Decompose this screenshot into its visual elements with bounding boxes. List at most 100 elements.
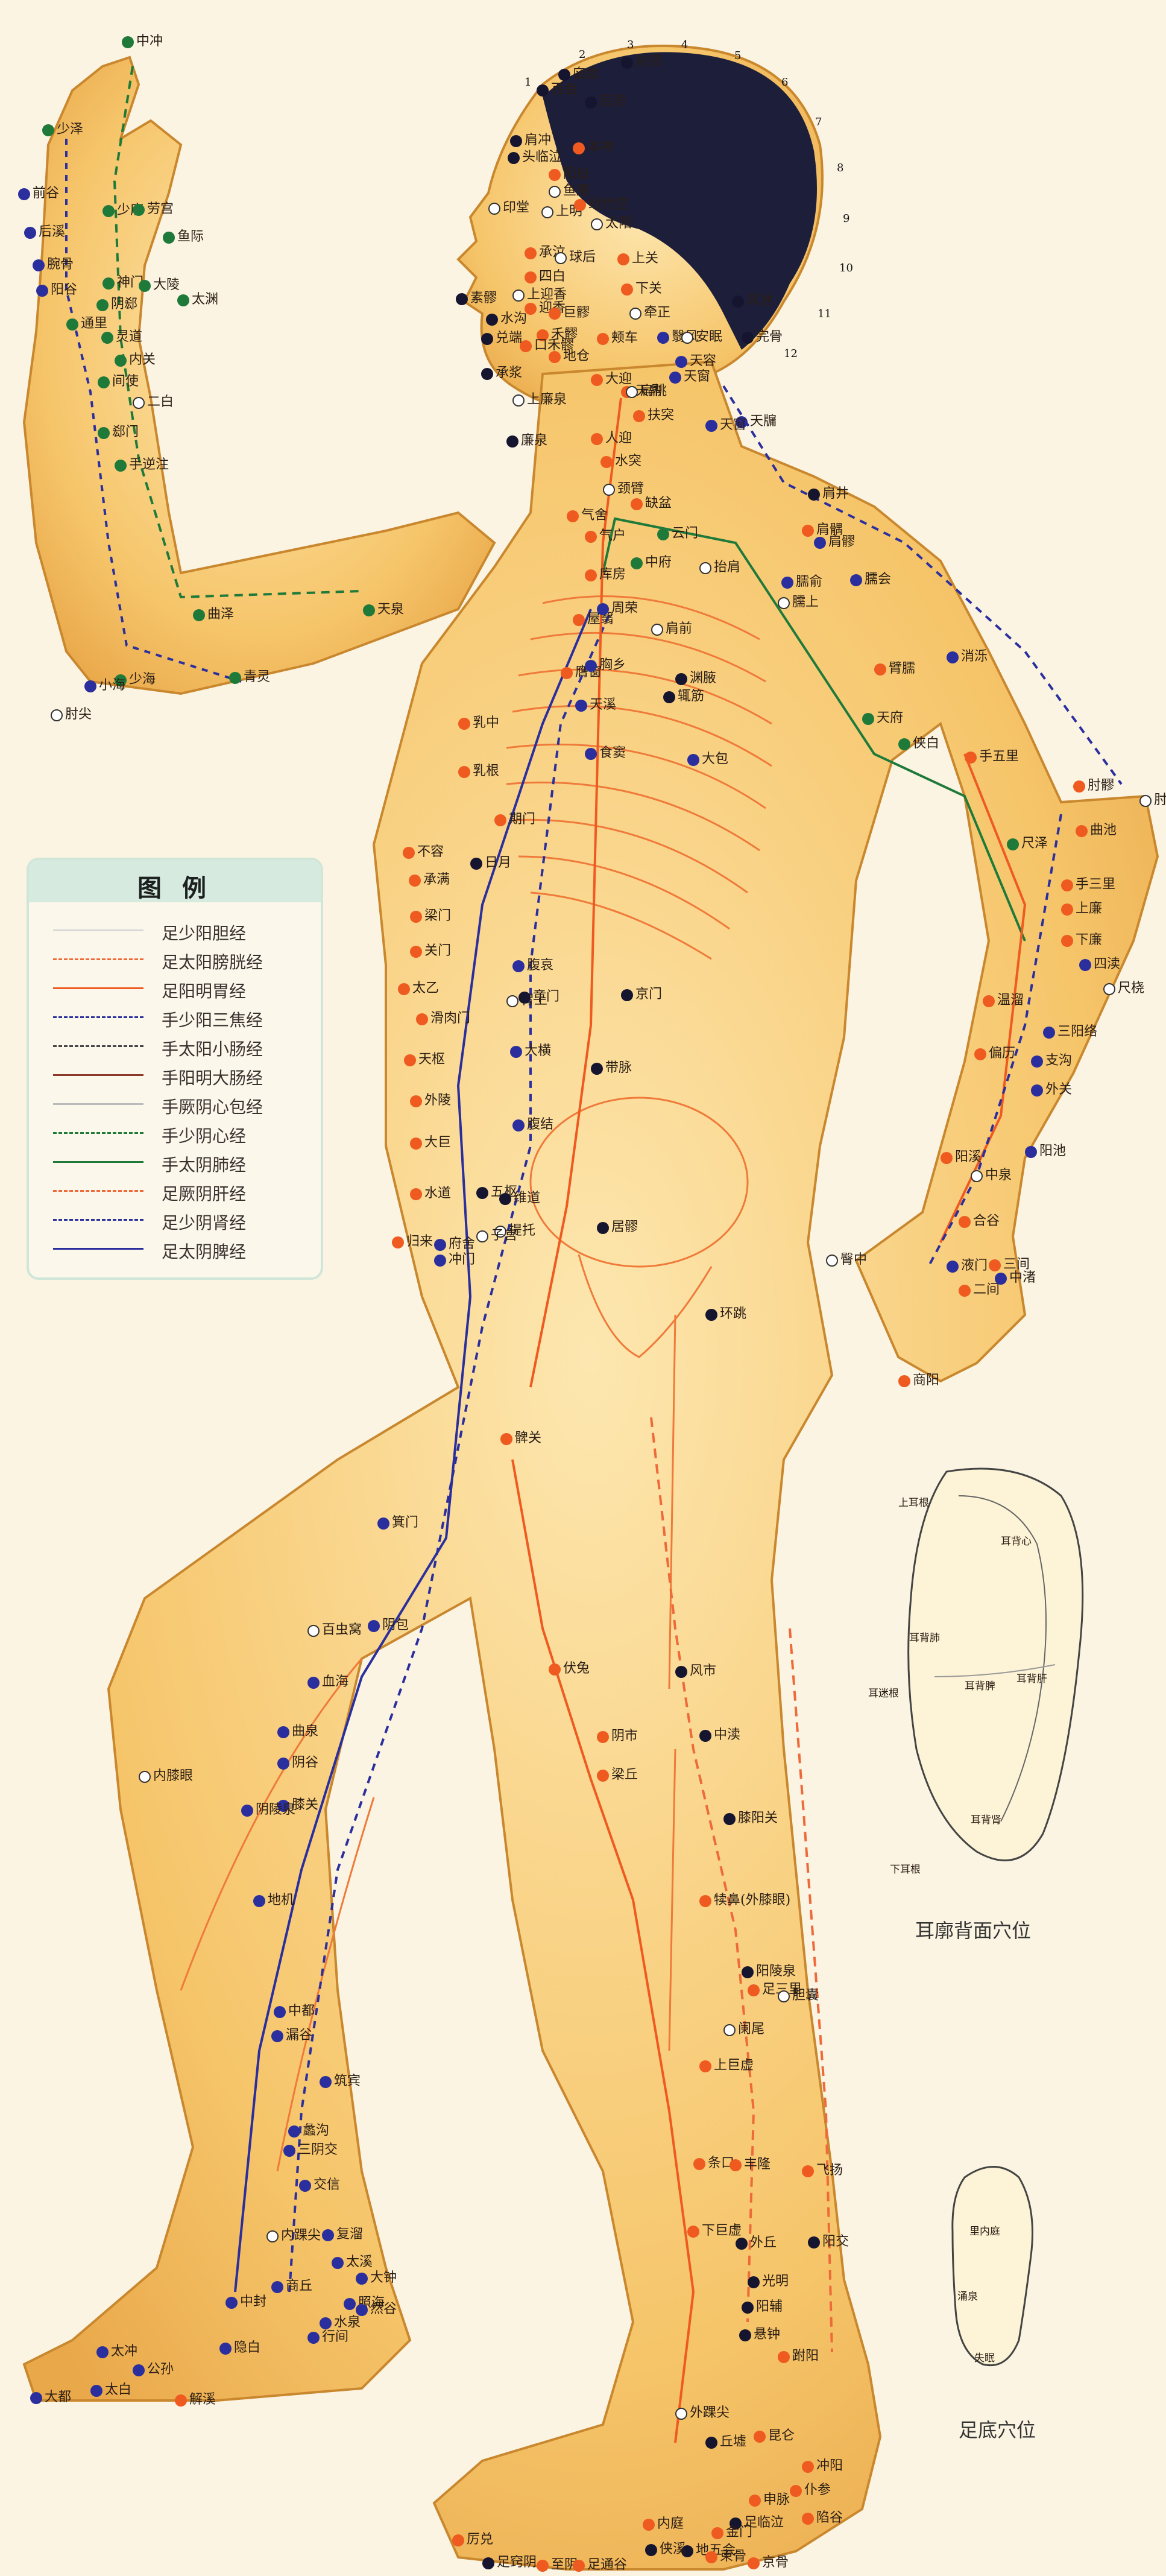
acupoint-label: 漏谷 bbox=[286, 2029, 312, 2042]
acupoint-marker bbox=[481, 368, 493, 380]
acupoint-marker bbox=[549, 308, 561, 320]
acupoint-marker bbox=[597, 1731, 609, 1743]
acupoint-label: 少海 bbox=[129, 673, 156, 686]
acupoint-label: 小海 bbox=[99, 679, 125, 692]
acupoint-marker bbox=[657, 332, 669, 344]
acupoint-label: 大都 bbox=[45, 2391, 71, 2404]
acupoint-marker bbox=[253, 1895, 265, 1907]
ear-point-label: 耳背肾 bbox=[971, 1815, 1001, 1826]
acupoint-marker bbox=[133, 204, 145, 216]
acupoint-label: 大迎 bbox=[605, 373, 632, 386]
acupoint-label: 外踝尖 bbox=[690, 2407, 730, 2420]
acupoint-label: 归来 bbox=[406, 1235, 433, 1248]
acupoint-label: 内膝眼 bbox=[153, 1770, 193, 1783]
acupoint-label: 大巨 bbox=[424, 1136, 451, 1150]
acupoint-marker bbox=[549, 186, 561, 198]
acupoint-marker bbox=[723, 1813, 736, 1825]
acupoint-marker bbox=[959, 1216, 971, 1228]
acupoint-label: 缺盆 bbox=[645, 497, 672, 510]
legend-swatch bbox=[53, 929, 143, 931]
acupoint-marker bbox=[621, 989, 633, 1001]
ear-point-label: 耳背心 bbox=[1001, 1537, 1032, 1547]
acupoint-marker bbox=[277, 1726, 289, 1738]
head-number: 11 bbox=[818, 309, 831, 320]
acupoint-marker bbox=[416, 1013, 428, 1025]
acupoint-marker bbox=[1103, 983, 1115, 995]
acupoint-marker bbox=[66, 318, 78, 331]
legend-swatch bbox=[53, 1016, 143, 1018]
acupoint-marker bbox=[874, 663, 886, 676]
legend-label: 手少阴心经 bbox=[162, 1123, 246, 1147]
acupoint-label: 四白 bbox=[539, 270, 566, 283]
acupoint-label: 居髎 bbox=[611, 1221, 638, 1234]
acupoint-marker bbox=[500, 1433, 512, 1445]
legend-panel: 图 例 足少阳胆经足太阳膀胱经足阳明胃经手少阳三焦经手太阳小肠经手阳明大肠经手厥… bbox=[27, 858, 323, 1280]
acupoint-marker bbox=[573, 142, 585, 154]
acupoint-marker bbox=[18, 188, 30, 200]
acupoint-label: 气户 bbox=[599, 530, 626, 543]
ear-point-label: 耳迷根 bbox=[868, 1689, 899, 1699]
acupoint-marker bbox=[177, 294, 189, 306]
acupoint-label: 手三里 bbox=[1076, 878, 1115, 891]
acupoint-label: 天府 bbox=[877, 712, 903, 725]
acupoint-label: 风市 bbox=[690, 1665, 716, 1678]
acupoint-marker bbox=[971, 1170, 983, 1182]
acupoint-label: 液门 bbox=[961, 1259, 988, 1273]
acupoint-label: 臑会 bbox=[865, 573, 891, 586]
foot-point-label: 涌泉 bbox=[957, 2292, 978, 2302]
legend-item: 手太阳小肠经 bbox=[53, 1031, 318, 1060]
acupoint-marker bbox=[597, 603, 609, 615]
acupoint-label: 下关 bbox=[635, 282, 662, 296]
acupoint-marker bbox=[398, 983, 410, 995]
acupoint-label: 太白 bbox=[105, 2384, 131, 2397]
acupoint-label: 腹结 bbox=[527, 1118, 553, 1131]
legend-swatch bbox=[53, 1132, 143, 1134]
acupoint-marker bbox=[778, 597, 790, 609]
acupoint-label: 大包 bbox=[702, 753, 728, 766]
acupoint-marker bbox=[24, 227, 36, 239]
head-number: 7 bbox=[815, 117, 822, 128]
acupoint-marker bbox=[591, 374, 603, 386]
head-number: 12 bbox=[784, 349, 798, 359]
foot-point-label: 失眠 bbox=[974, 2353, 995, 2364]
acupoint-marker bbox=[778, 2351, 790, 2363]
acupoint-label: 不容 bbox=[417, 846, 444, 859]
acupoint-marker bbox=[657, 528, 669, 540]
acupoint-label: 三间 bbox=[1003, 1258, 1030, 1271]
acupoint-marker bbox=[669, 372, 681, 384]
acupoint-label: 库房 bbox=[599, 568, 626, 581]
acupoint-marker bbox=[1139, 795, 1152, 807]
legend-item: 手少阳三焦经 bbox=[53, 1002, 318, 1031]
acupoint-marker bbox=[283, 2145, 295, 2157]
acupoint-marker bbox=[363, 604, 375, 616]
acupoint-marker bbox=[947, 1261, 959, 1273]
acupoint-label: 侠白 bbox=[913, 737, 939, 750]
acupoint-marker bbox=[307, 1677, 320, 1689]
acupoint-marker bbox=[356, 2273, 368, 2285]
acupoint-marker bbox=[84, 680, 96, 692]
acupoint-marker bbox=[90, 2385, 102, 2397]
acupoint-label: 隐白 bbox=[234, 2341, 260, 2355]
acupoint-marker bbox=[699, 562, 711, 574]
acupoint-label: 安眠 bbox=[696, 331, 722, 344]
acupoint-marker bbox=[271, 2030, 283, 2042]
acupoint-label: 周荣 bbox=[611, 602, 638, 615]
acupoint-marker bbox=[404, 1054, 416, 1066]
acupoint-label: 阴郄 bbox=[111, 298, 137, 311]
acupoint-label: 肩井 bbox=[822, 487, 849, 501]
acupoint-marker bbox=[332, 2257, 344, 2269]
acupoint-marker bbox=[995, 1273, 1007, 1285]
acupoint-label: 二白 bbox=[147, 396, 174, 409]
acupoint-marker bbox=[749, 2495, 761, 2507]
acupoint-marker bbox=[434, 1255, 446, 1267]
acupoint-marker bbox=[163, 232, 175, 244]
acupoint-label: 太阳 bbox=[605, 217, 632, 230]
acupoint-label: 肘髎 bbox=[1088, 779, 1114, 793]
acupoint-marker bbox=[965, 752, 977, 764]
acupoint-marker bbox=[742, 2302, 754, 2314]
acupoint-marker bbox=[1061, 879, 1073, 891]
acupoint-label: 中都 bbox=[288, 2005, 315, 2018]
head-number: 9 bbox=[843, 214, 849, 224]
acupoint-label: 肩冲 bbox=[525, 134, 551, 147]
acupoint-label: 渊腋 bbox=[690, 672, 716, 685]
